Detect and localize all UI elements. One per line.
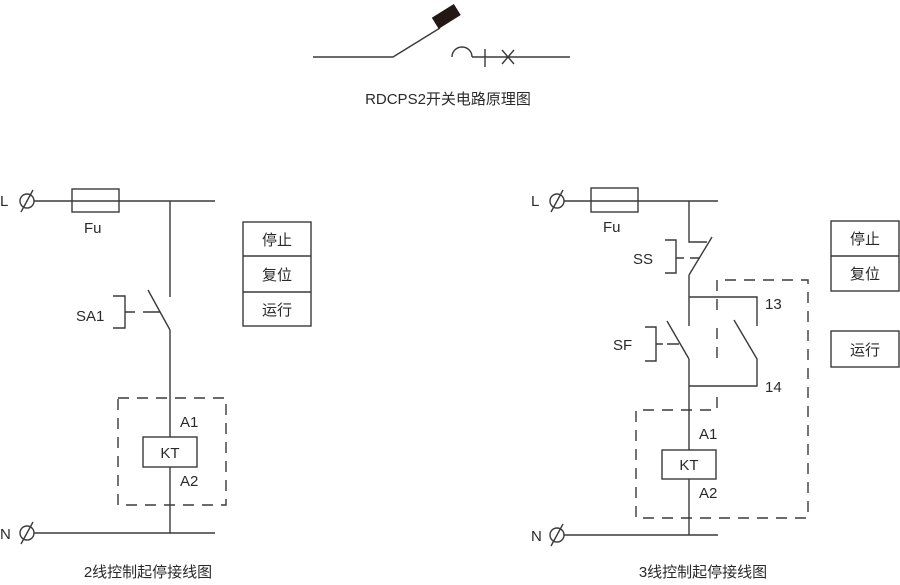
reset-button[interactable]: 复位 bbox=[262, 266, 292, 284]
label-a2: A2 bbox=[699, 485, 717, 502]
label-a2: A2 bbox=[180, 473, 198, 490]
label-l: L bbox=[531, 193, 539, 210]
label-n: N bbox=[531, 528, 542, 545]
run-button[interactable]: 运行 bbox=[262, 302, 292, 319]
label-n: N bbox=[0, 526, 11, 543]
label-a1: A1 bbox=[699, 426, 717, 443]
label-fu: Fu bbox=[84, 220, 102, 237]
button-panel: 停止 复位 运行 bbox=[830, 220, 900, 368]
button-panel: 停止 复位 运行 bbox=[242, 221, 312, 327]
run-button[interactable]: 运行 bbox=[850, 342, 880, 359]
label-kt: KT bbox=[160, 445, 179, 462]
label-ss: SS bbox=[633, 251, 653, 268]
label-kt: KT bbox=[679, 457, 698, 474]
stop-button[interactable]: 停止 bbox=[262, 232, 292, 249]
fuse bbox=[71, 188, 120, 213]
reset-button[interactable]: 复位 bbox=[850, 265, 880, 283]
label-14: 14 bbox=[765, 379, 782, 396]
label-fu: Fu bbox=[603, 219, 621, 236]
two-wire-diagram: L Fu SA1 KT A1 A2 N 停止 复位 运行 2线控制起停接线图 bbox=[0, 188, 312, 581]
switch-symbol bbox=[313, 4, 570, 67]
caption-right: 3线控制起停接线图 bbox=[639, 564, 767, 581]
label-l: L bbox=[0, 193, 8, 210]
caption-left: 2线控制起停接线图 bbox=[84, 564, 212, 581]
label-sa1: SA1 bbox=[76, 308, 104, 325]
three-wire-diagram: L Fu SS SF 13 14 KT A1 A2 N 停止 复位 运行 3线控… bbox=[531, 187, 900, 581]
label-a1: A1 bbox=[180, 414, 198, 431]
label-13: 13 bbox=[765, 296, 782, 313]
fuse bbox=[590, 187, 639, 213]
title: RDCPS2开关电路原理图 bbox=[365, 91, 531, 108]
stop-button[interactable]: 停止 bbox=[850, 231, 880, 248]
label-sf: SF bbox=[613, 337, 632, 354]
